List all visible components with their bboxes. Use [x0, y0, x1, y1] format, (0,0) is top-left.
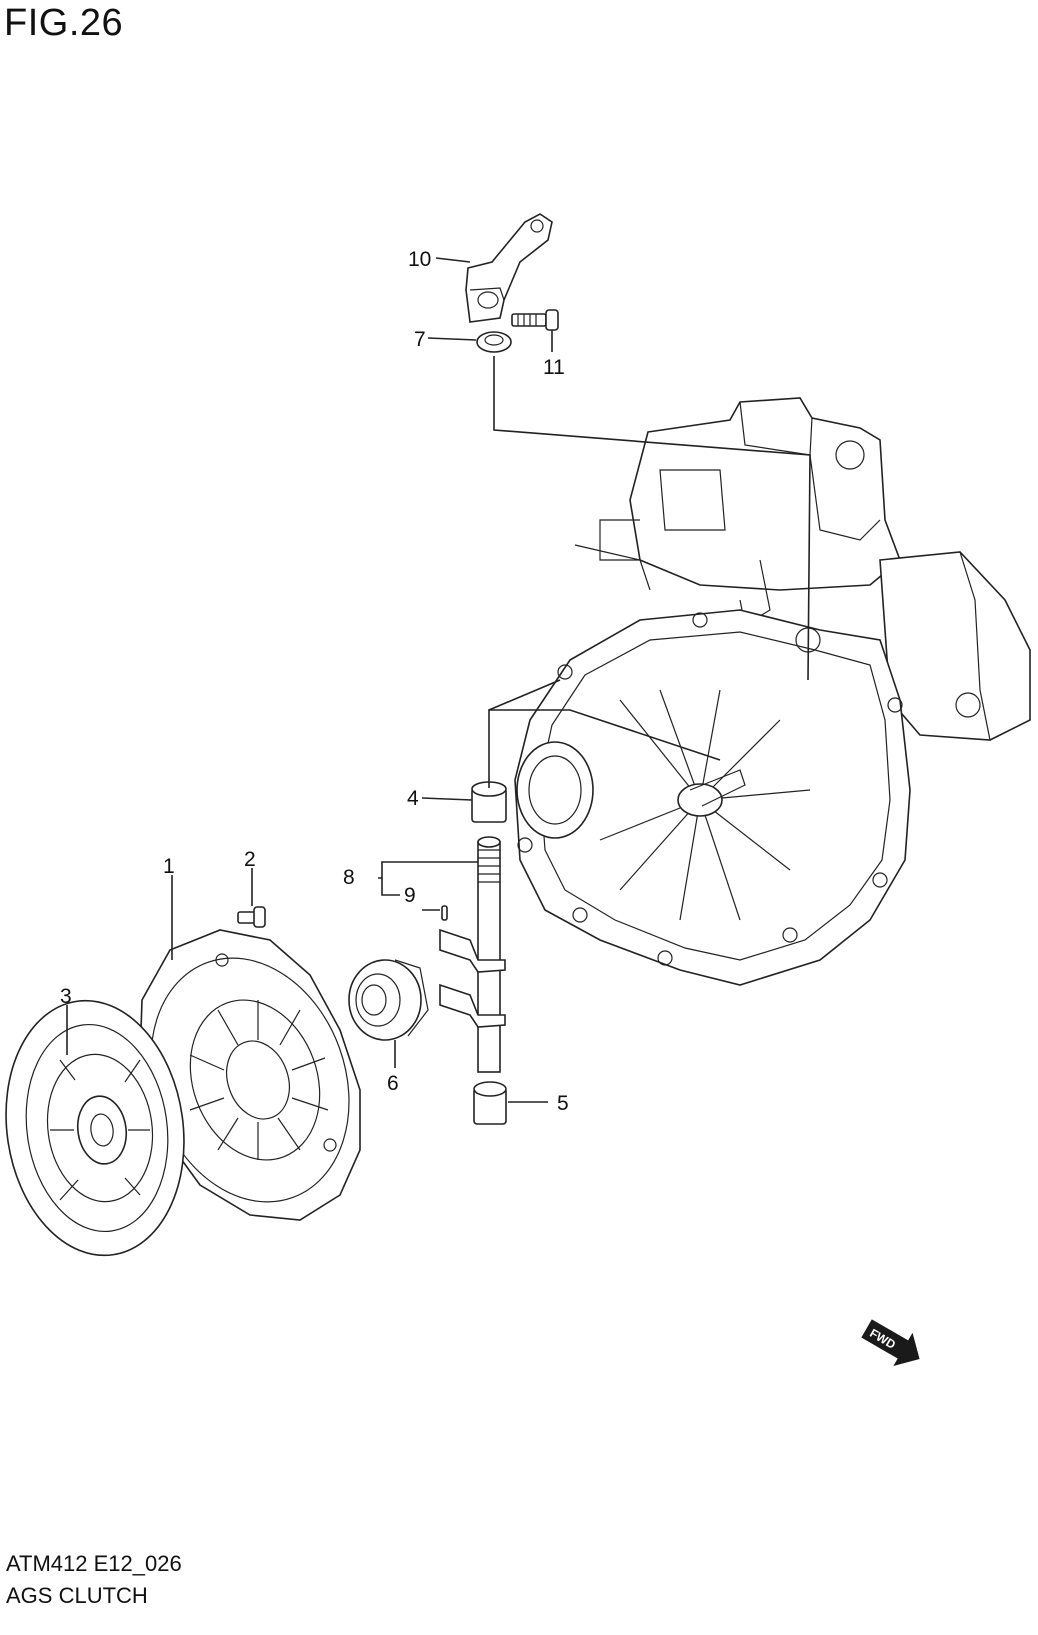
- part-10-shift-lever: [465, 213, 553, 323]
- callout-9: 9: [404, 884, 416, 907]
- callout-1: 1: [163, 855, 175, 878]
- callout-10: 10: [408, 248, 431, 271]
- part-11-bolt: [511, 309, 559, 331]
- callout-11: 11: [543, 356, 565, 379]
- transmission-housing: [514, 397, 1031, 986]
- figure-name: AGS CLUTCH: [6, 1583, 148, 1608]
- figure-code: ATM412 E12_026: [6, 1551, 182, 1576]
- callout-5: 5: [557, 1092, 569, 1115]
- callout-3: 3: [60, 985, 72, 1008]
- callout-labels: 1 2 3 4 5 6 7 8 9 10 11: [60, 248, 569, 1115]
- part-2-bolt: [237, 906, 266, 928]
- callout-6: 6: [387, 1072, 399, 1095]
- part-7-seal: [476, 331, 512, 353]
- part-9-pin: [441, 905, 448, 921]
- figure-title: FIG.26: [4, 2, 124, 44]
- part-8-release-shaft: [439, 836, 506, 1073]
- part-6-release-bearing: [348, 959, 429, 1041]
- callout-4: 4: [407, 787, 419, 810]
- part-3-clutch-disc: [5, 999, 185, 1257]
- part-5-bushing: [473, 1081, 507, 1125]
- fwd-direction-arrow: FWD: [861, 1319, 920, 1367]
- callout-2: 2: [244, 848, 256, 871]
- callout-8: 8: [343, 866, 355, 889]
- part-4-bushing: [471, 781, 507, 823]
- callout-7: 7: [414, 328, 426, 351]
- leader-lines: [66, 257, 811, 1103]
